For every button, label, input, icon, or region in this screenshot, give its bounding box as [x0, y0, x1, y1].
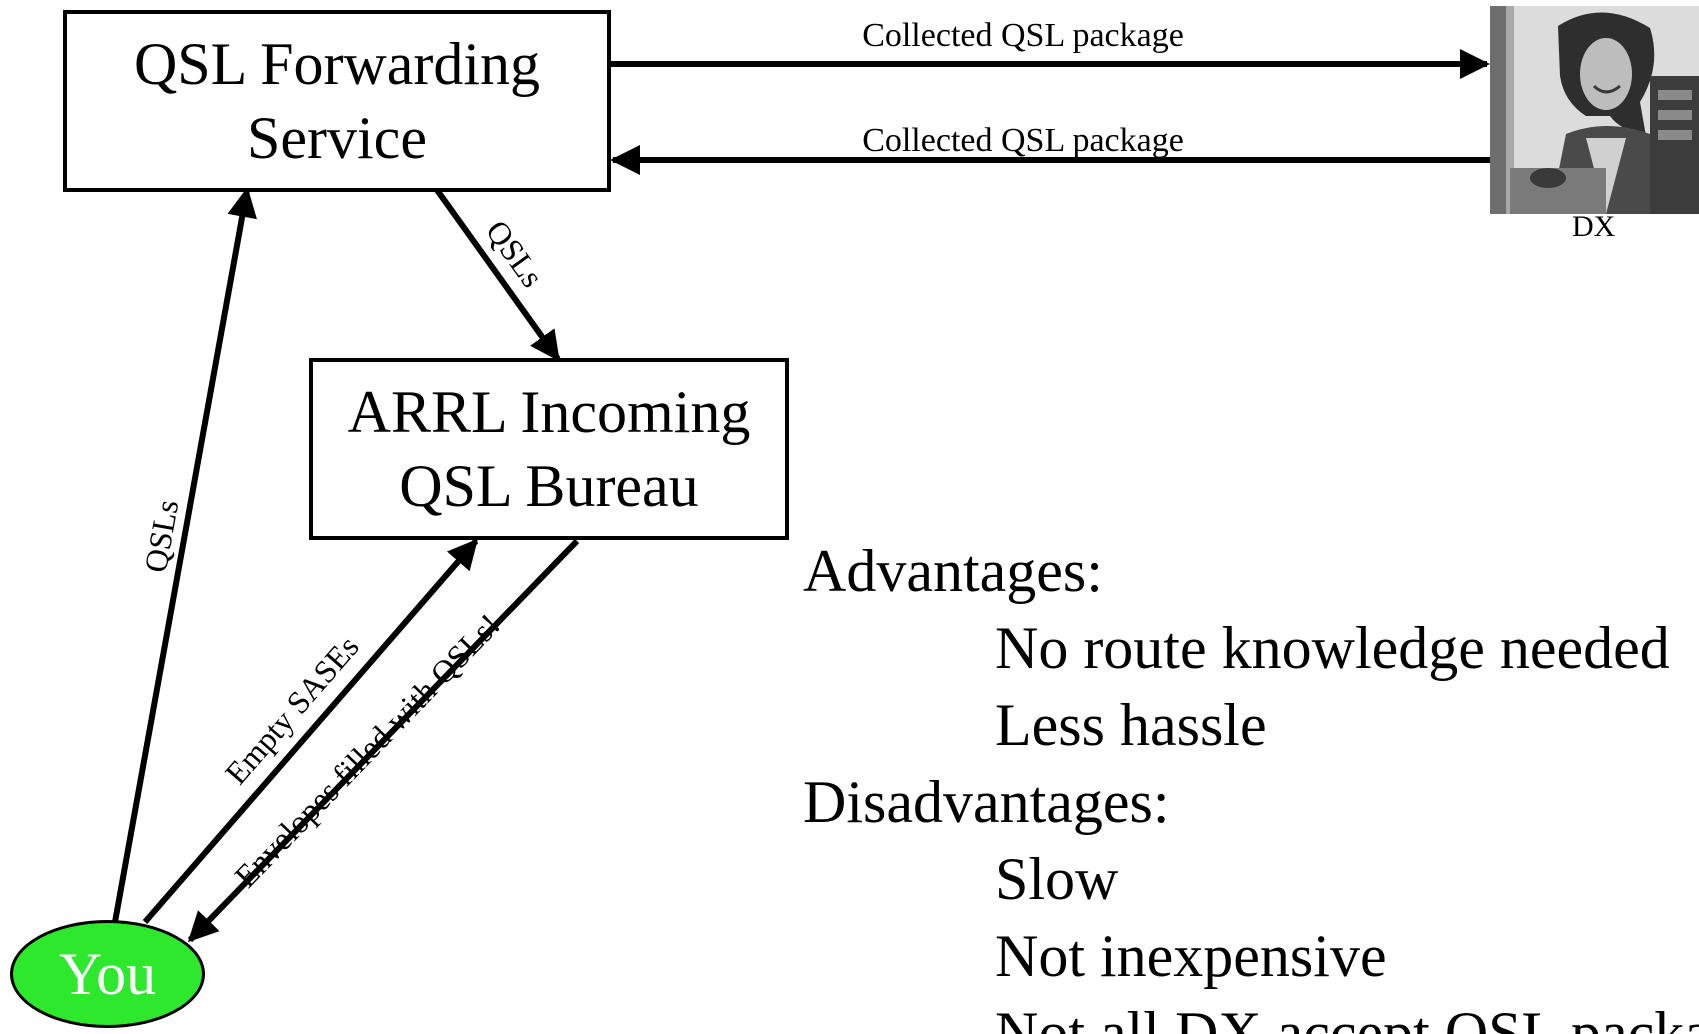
arrow-forwarding-to-bureau	[434, 188, 561, 362]
dx-label: DX	[1572, 210, 1616, 243]
arrow-you-to-bureau	[142, 538, 479, 924]
pros-cons-list: Advantages: No route knowledge needed Le…	[803, 533, 1699, 1034]
advantage-item: No route knowledge needed	[995, 615, 1670, 681]
edge-label-to-dx: Collected QSL package	[862, 17, 1184, 54]
you-label: You	[58, 940, 157, 1007]
arrow-bureau-to-you	[187, 538, 580, 943]
disadvantage-item: Not all DX accept QSL packages	[995, 1000, 1699, 1034]
arrl-incoming-qsl-bureau-box: ARRL Incoming QSL Bureau	[309, 358, 789, 540]
you-node: You	[10, 920, 205, 1028]
edge-label-from-dx: Collected QSL package	[862, 122, 1184, 159]
disadvantages-heading: Disadvantages:	[803, 769, 1170, 835]
disadvantage-item: Not inexpensive	[995, 923, 1387, 989]
arrow-you-to-forwarding	[112, 187, 257, 923]
advantages-heading: Advantages:	[803, 538, 1103, 604]
advantage-item: Less hassle	[995, 692, 1267, 758]
dx-operator-photo	[1490, 6, 1699, 214]
qsl-forwarding-service-box: QSL Forwarding Service	[63, 10, 611, 192]
disadvantage-item: Slow	[995, 846, 1119, 912]
edge-label-fwd-to-bureau: QSLs	[479, 213, 551, 293]
